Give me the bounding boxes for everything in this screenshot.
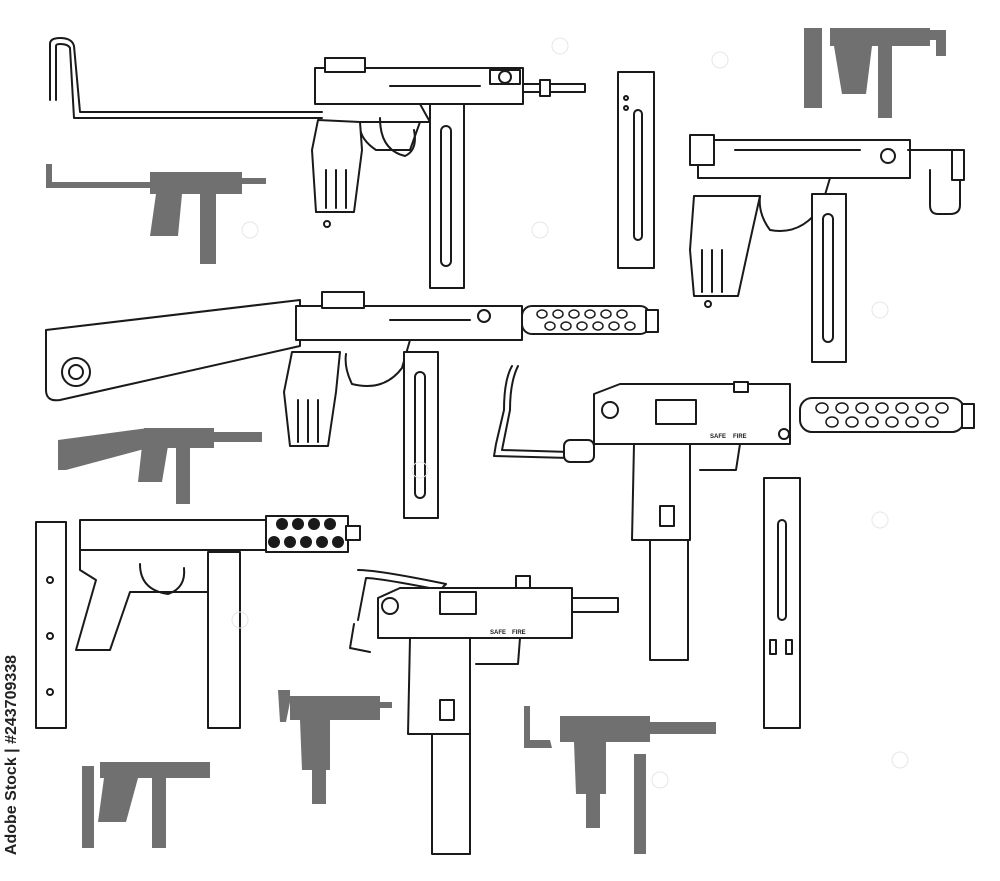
stock-id-text: Adobe Stock | #243709338 xyxy=(3,654,21,856)
watermark-pattern xyxy=(231,37,909,789)
safe-label: SAFE xyxy=(490,630,506,636)
skorpion-wire-stock-drawing xyxy=(49,37,586,289)
silhouette-icon xyxy=(278,690,392,804)
silhouette-icon xyxy=(58,428,262,504)
mac10-suppressed-drawing: SAFE FIRE xyxy=(493,365,975,661)
suppressor-holes xyxy=(815,402,949,428)
shroud-holes xyxy=(268,518,344,548)
tec9-drawing xyxy=(35,515,361,729)
suppressor-holes xyxy=(536,309,636,331)
silhouette-icon xyxy=(82,762,210,848)
safe-label: SAFE xyxy=(710,434,726,440)
mac10-drawing: SAFE FIRE xyxy=(349,569,619,855)
magazine-drawing xyxy=(763,477,801,729)
silhouette-icon xyxy=(46,164,266,264)
skorpion-short-drawing xyxy=(689,134,965,363)
stock-id-watermark: Adobe Stock | #243709338 xyxy=(2,640,22,870)
magazine-drawing xyxy=(617,71,655,269)
skorpion-buttstock-drawing xyxy=(45,291,659,519)
silhouette-icon xyxy=(804,28,946,118)
fire-label: FIRE xyxy=(733,434,747,440)
fire-label: FIRE xyxy=(512,630,526,636)
silhouette-icon xyxy=(524,706,716,854)
